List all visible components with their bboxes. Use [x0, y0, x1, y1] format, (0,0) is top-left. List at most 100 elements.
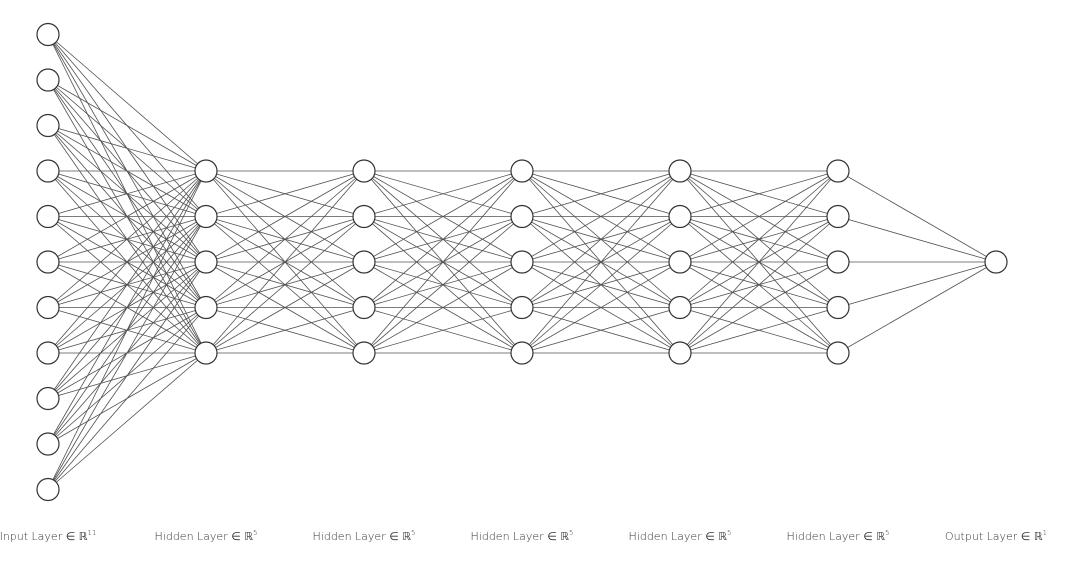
- connection-edge: [47, 170, 207, 445]
- connection-edge: [363, 261, 523, 354]
- connection-edge: [521, 261, 681, 354]
- layer-label-text: Input Layer ∈ ℝ: [0, 530, 88, 543]
- neuron-node: [668, 159, 692, 183]
- connection-edge: [47, 170, 207, 308]
- neuron-node: [984, 250, 1008, 274]
- neuron-node: [194, 204, 218, 229]
- connection-edge: [47, 79, 207, 172]
- connection-edge: [521, 216, 681, 354]
- connection-edge: [679, 170, 839, 308]
- connection-edge: [205, 261, 365, 354]
- neuron-node: [668, 341, 692, 365]
- neuron-node: [194, 250, 218, 274]
- connection-edge: [47, 170, 207, 399]
- neuron-node: [352, 250, 376, 274]
- connection-edge: [47, 261, 207, 490]
- connection-edge: [363, 170, 523, 308]
- neuron-node: [194, 341, 218, 365]
- neuron-node: [826, 204, 850, 229]
- layer-label-superscript: 11: [88, 529, 97, 537]
- neuron-node: [194, 295, 218, 320]
- neuron-node: [826, 295, 850, 320]
- layer-label: Hidden Layer ∈ ℝ5: [313, 529, 416, 543]
- layer-label-text: Hidden Layer ∈ ℝ: [629, 530, 728, 543]
- connections-group: [47, 34, 997, 490]
- connection-edge: [47, 170, 207, 263]
- layer-label-text: Output Layer ∈ ℝ: [945, 530, 1043, 543]
- layer-label-superscript: 1: [1043, 529, 1047, 537]
- connection-edge: [205, 170, 365, 354]
- layer-label-text: Hidden Layer ∈ ℝ: [471, 530, 570, 543]
- connection-edge: [205, 307, 365, 354]
- layer-label-superscript: 5: [569, 529, 573, 537]
- neurons-group: [36, 22, 1008, 502]
- neuron-node: [510, 204, 534, 229]
- layer-label: Hidden Layer ∈ ℝ5: [155, 529, 258, 543]
- neuron-node: [36, 113, 60, 138]
- connection-edge: [363, 170, 523, 217]
- layer-label: Hidden Layer ∈ ℝ5: [787, 529, 890, 543]
- neuron-node: [826, 250, 850, 274]
- neuron-node: [668, 295, 692, 320]
- neuron-node: [36, 386, 60, 411]
- connection-edge: [47, 352, 207, 490]
- connection-edge: [521, 170, 681, 217]
- connection-edge: [521, 170, 681, 308]
- connection-edge: [47, 125, 207, 172]
- connection-edge: [205, 170, 365, 217]
- connection-edge: [679, 307, 839, 354]
- connection-edge: [363, 170, 523, 354]
- connection-edge: [47, 216, 207, 490]
- neuron-node: [36, 22, 60, 47]
- neuron-node: [352, 341, 376, 365]
- connection-edge: [363, 216, 523, 354]
- neuron-node: [826, 341, 850, 365]
- neuron-node: [510, 250, 534, 274]
- connection-edge: [47, 307, 207, 490]
- layer-label-superscript: 5: [253, 529, 257, 537]
- connection-edge: [47, 34, 207, 172]
- neuron-node: [826, 159, 850, 183]
- neuron-node: [36, 295, 60, 320]
- neuron-node: [510, 295, 534, 320]
- connection-edge: [47, 170, 207, 490]
- neuron-node: [352, 159, 376, 183]
- neuron-node: [36, 341, 60, 365]
- neuron-node: [194, 159, 218, 183]
- neuron-node: [36, 159, 60, 183]
- layer-label: Hidden Layer ∈ ℝ5: [629, 529, 732, 543]
- neuron-node: [352, 295, 376, 320]
- connection-edge: [363, 170, 523, 263]
- connection-edge: [837, 261, 997, 308]
- neuron-node: [352, 204, 376, 229]
- connection-edge: [521, 170, 681, 263]
- layer-label-text: Hidden Layer ∈ ℝ: [155, 530, 254, 543]
- connection-edge: [679, 170, 839, 354]
- connection-edge: [679, 170, 839, 217]
- connection-edge: [679, 170, 839, 263]
- connection-edge: [47, 170, 207, 354]
- connection-edge: [679, 216, 839, 354]
- layer-label: Output Layer ∈ ℝ1: [945, 529, 1047, 543]
- layer-label-superscript: 5: [411, 529, 415, 537]
- neuron-node: [36, 68, 60, 92]
- layer-label-text: Hidden Layer ∈ ℝ: [313, 530, 412, 543]
- connection-edge: [679, 261, 839, 354]
- connection-edge: [205, 216, 365, 354]
- neuron-node: [510, 159, 534, 183]
- connection-edge: [363, 307, 523, 354]
- connection-edge: [837, 170, 997, 263]
- neuron-node: [510, 341, 534, 365]
- layer-label-superscript: 5: [727, 529, 731, 537]
- neuron-node: [36, 432, 60, 456]
- connection-edge: [47, 170, 207, 217]
- neuron-node: [36, 477, 60, 502]
- layer-label-superscript: 5: [885, 529, 889, 537]
- layer-label: Input Layer ∈ ℝ11: [0, 529, 96, 543]
- neuron-node: [36, 250, 60, 274]
- connection-edge: [205, 170, 365, 263]
- layer-label: Hidden Layer ∈ ℝ5: [471, 529, 574, 543]
- connection-edge: [205, 170, 365, 308]
